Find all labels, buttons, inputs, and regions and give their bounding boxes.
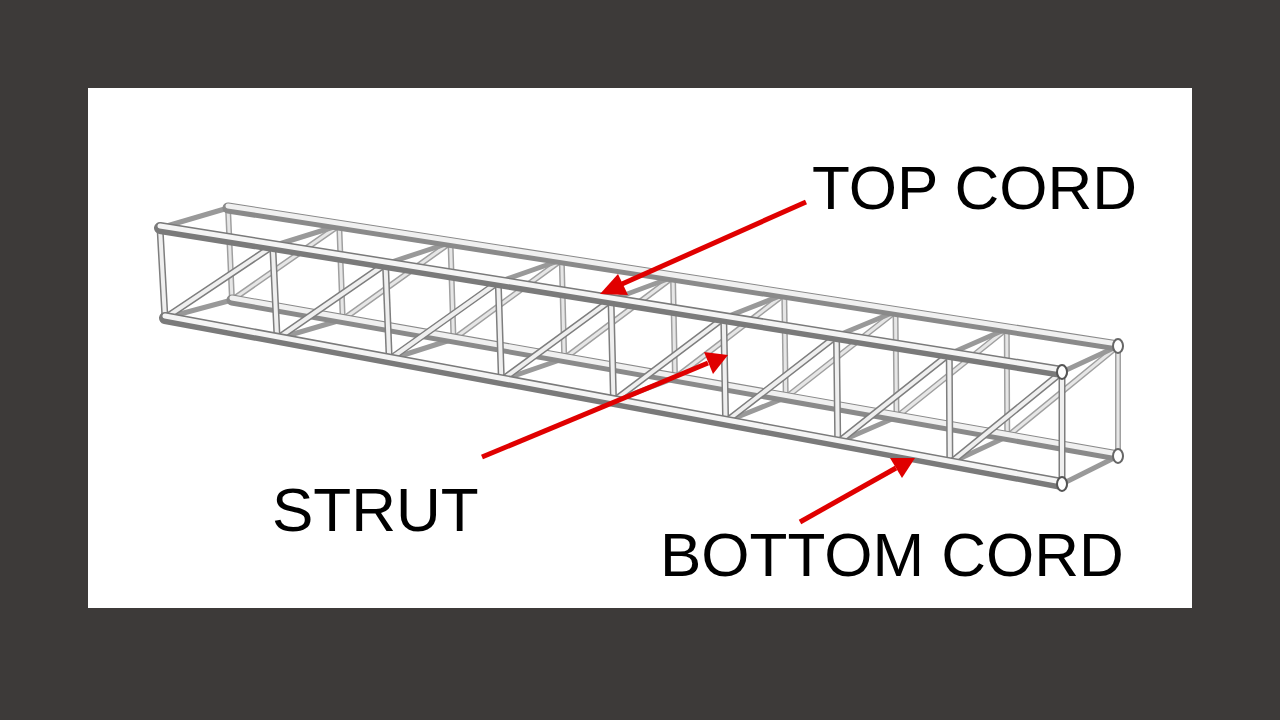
bottom-cord-label: BOTTOM CORD [660,524,1124,586]
leader-arrows [482,202,915,522]
truss-back-face [160,208,1118,484]
top-cord-label: TOP CORD [812,157,1137,219]
truss-front-face [160,228,1062,484]
back-chords [228,206,1123,463]
strut-label: STRUT [272,479,479,541]
front-chords [160,226,1067,491]
